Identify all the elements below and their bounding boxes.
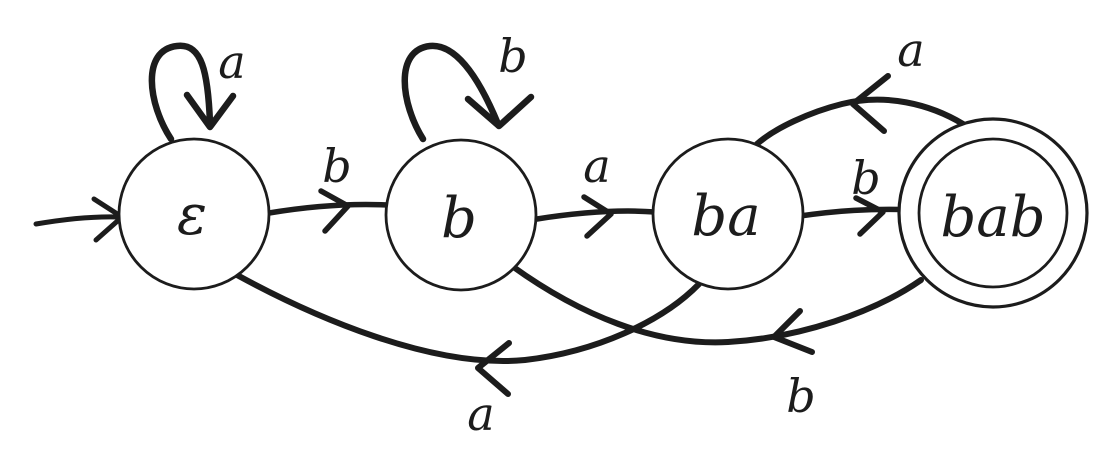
transition-epsilon-self-loop-label: a <box>218 35 245 89</box>
state-bab-label: bab <box>940 185 1045 250</box>
state-b: b <box>384 138 538 292</box>
transition-ba-to-bab-label: b <box>851 151 880 205</box>
transition-bab-to-ba-curve <box>754 96 966 147</box>
transition-b-self-loop-label: b <box>498 29 527 83</box>
state-ba-label: ba <box>691 184 760 249</box>
transition-b-to-ba-label: a <box>583 139 610 193</box>
transition-b-to-ba-shaft <box>534 208 658 222</box>
transition-bab-to-ba-arrowhead-icon <box>850 73 891 134</box>
transition-epsilon-to-b-label: b <box>322 139 351 193</box>
transition-epsilon-to-b-shaft <box>266 201 391 216</box>
transition-bab-to-b-arrowhead-icon <box>771 308 815 355</box>
start-arrow <box>33 196 125 243</box>
transition-ba-to-epsilon: a <box>234 272 702 441</box>
transition-bab-to-b-label: b <box>786 369 815 423</box>
transition-ba-to-epsilon-label: a <box>467 387 494 441</box>
transition-ba-to-bab-arrowhead-icon <box>853 195 886 237</box>
transition-bab-to-ba: a <box>754 23 966 147</box>
transition-ba-to-epsilon-curve <box>234 272 702 364</box>
state-ba-circle <box>651 137 805 291</box>
state-b-circle <box>384 138 538 292</box>
transition-b-to-ba: a <box>534 139 658 239</box>
transition-bab-to-ba-label: a <box>897 23 924 77</box>
state-ba: ba <box>651 137 805 291</box>
transition-epsilon-to-b: b <box>266 139 391 234</box>
transition-epsilon-self-loop: a <box>148 35 246 143</box>
transition-epsilon-self-loop-arrowhead-icon <box>183 91 237 131</box>
transition-b-self-loop-curve <box>401 42 502 143</box>
state-b-label: b <box>441 186 477 251</box>
start-arrow-shaft <box>33 214 123 227</box>
transition-bab-to-b: b <box>509 263 924 423</box>
state-bab: bab <box>897 117 1089 309</box>
transition-epsilon-to-b-arrowhead-icon <box>318 188 351 234</box>
transition-ba-to-epsilon-arrowhead-icon <box>475 340 512 397</box>
transition-b-self-loop: b <box>401 29 535 143</box>
transition-b-to-ba-arrowhead-icon <box>581 194 614 239</box>
state-epsilon-circle <box>117 137 271 291</box>
state-epsilon-label: ε <box>177 183 207 248</box>
state-epsilon: ε <box>117 137 271 291</box>
state-bab-inner-circle <box>917 137 1069 289</box>
transition-bab-to-b-curve <box>509 263 924 346</box>
transition-b-self-loop-arrowhead-icon <box>464 93 535 130</box>
transition-epsilon-self-loop-curve <box>148 42 214 143</box>
